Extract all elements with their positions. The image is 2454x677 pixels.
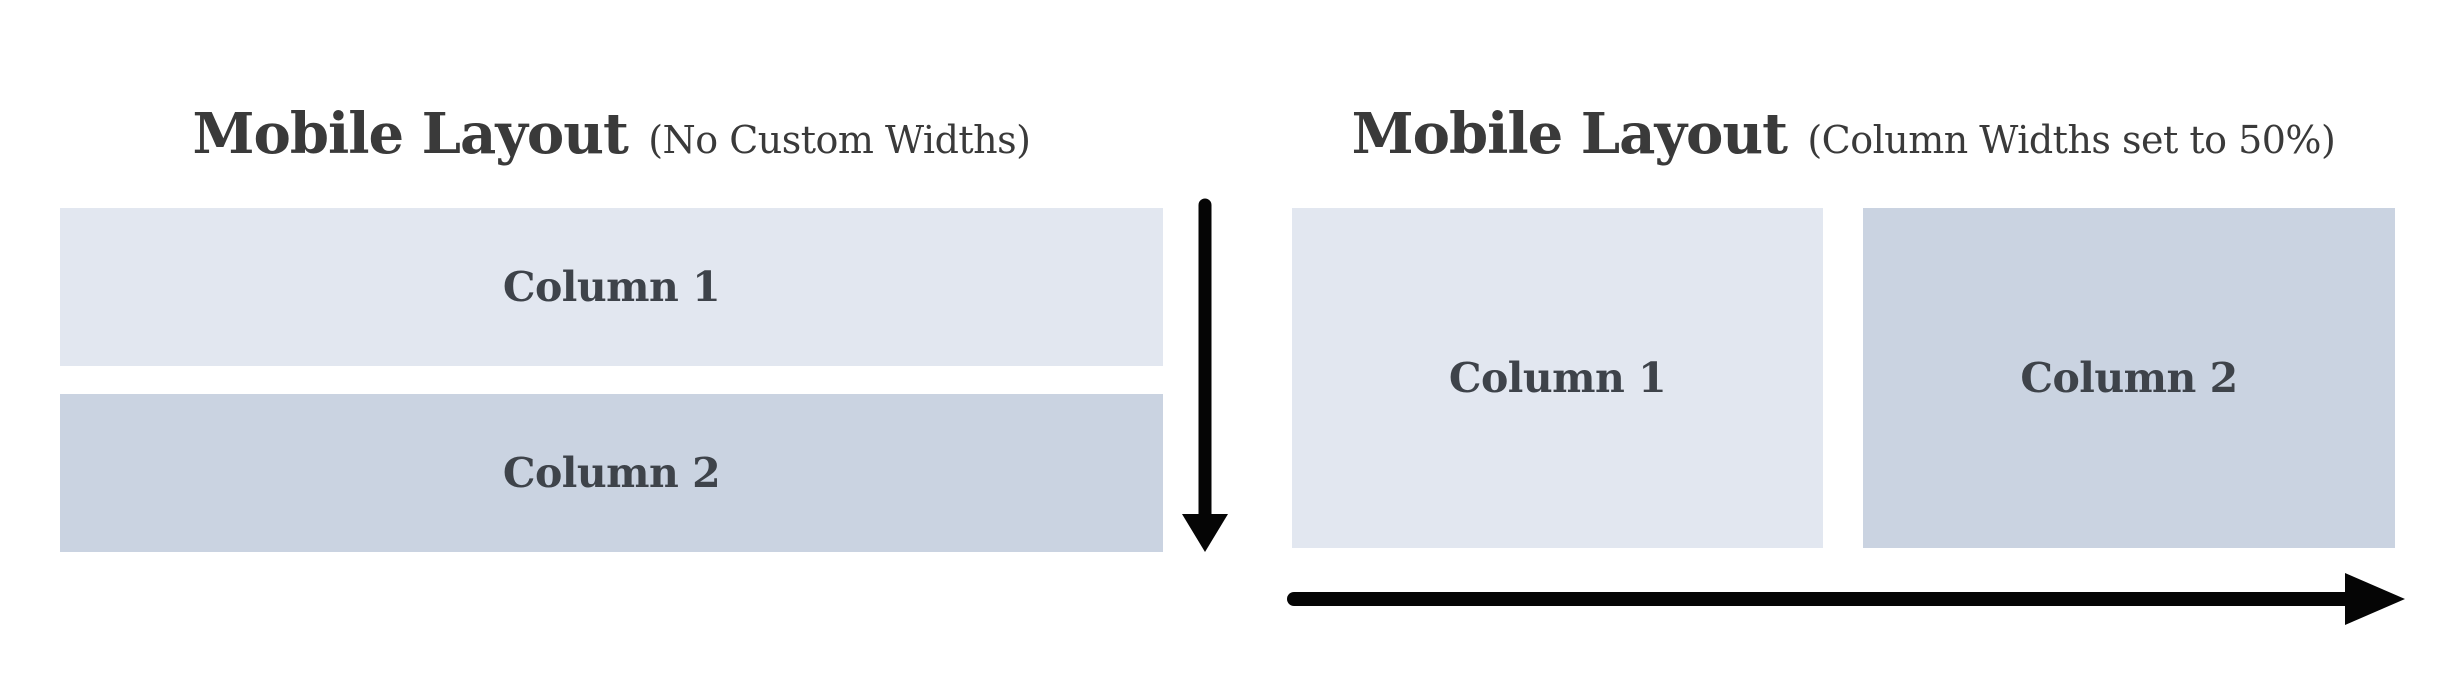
right-panel-column-2-label: Column 2 bbox=[2020, 354, 2238, 402]
left-panel-column-1-box: Column 1 bbox=[60, 208, 1163, 366]
down-arrow-icon bbox=[1182, 198, 1228, 552]
right-panel-title-subtitle: (Column Widths set to 50%) bbox=[1807, 118, 2336, 162]
left-panel-column-2-label: Column 2 bbox=[502, 449, 721, 497]
left-panel-column-1-label: Column 1 bbox=[502, 263, 721, 311]
right-panel-column-1-label: Column 1 bbox=[1448, 354, 1667, 402]
right-arrow-icon bbox=[1287, 573, 2405, 625]
left-panel-title: Mobile Layout (No Custom Widths) bbox=[60, 98, 1163, 170]
left-panel-title-subtitle: (No Custom Widths) bbox=[648, 118, 1031, 162]
left-panel-title-text: Mobile Layout bbox=[192, 101, 629, 167]
right-panel-column-2-box: Column 2 bbox=[1863, 208, 2395, 548]
left-panel-column-2-box: Column 2 bbox=[60, 394, 1163, 552]
right-panel-title: Mobile Layout (Column Widths set to 50%) bbox=[1292, 98, 2395, 170]
right-panel-title-text: Mobile Layout bbox=[1351, 101, 1788, 167]
right-panel-column-1-box: Column 1 bbox=[1292, 208, 1823, 548]
